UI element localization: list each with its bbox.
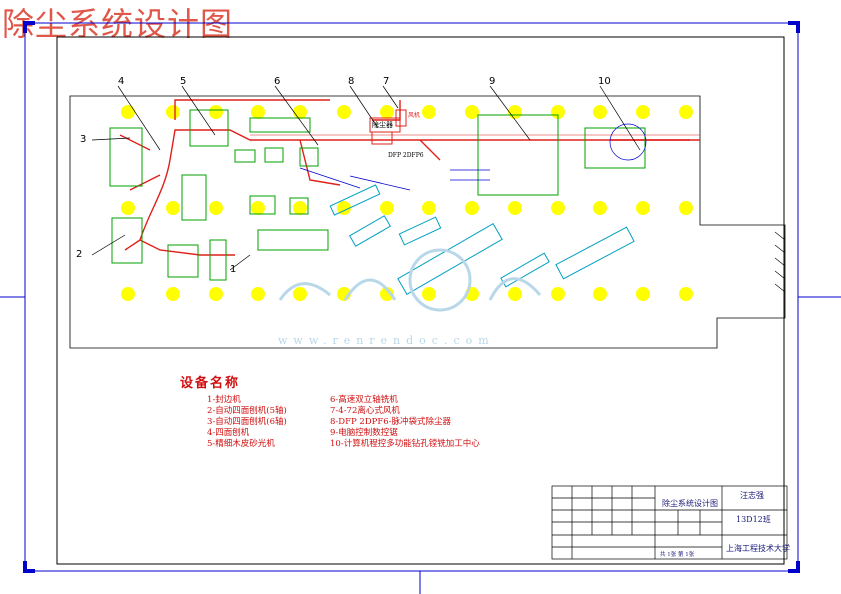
legend-title: 设备名称 [180,376,241,391]
column-marker [593,287,607,301]
dust-collector [369,109,407,145]
column-marker [380,287,394,301]
column-marker [166,105,180,119]
legend-item: 1-封边机 [207,395,241,405]
column-marker [380,201,394,215]
legend-item: 10-计算机程控多功能钻孔镗铣加工中心 [330,439,480,449]
column-marker [293,201,307,215]
callout-10: 10 [598,76,611,87]
column-marker [251,105,265,119]
equipment [109,109,646,281]
callout-3: 3 [80,134,87,145]
leader-lines [299,167,490,191]
column-marker [679,105,693,119]
callout-5: 5 [180,76,187,87]
column-marker [551,287,565,301]
callout-2: 2 [76,249,83,260]
column-marker [551,201,565,215]
column-marker [293,105,307,119]
duct-network [119,99,700,256]
legend-item: 3-自动四面刨机(6轴) [207,417,287,427]
equipment-legend: 设备名称 1-封边机 2-自动四面刨机(5轴) 3-自动四面刨机(6轴) 4-四… [180,372,540,455]
plant-outline [69,95,786,349]
callout-6: 6 [274,76,281,87]
legend-item: 4-四面刨机 [207,428,250,438]
column-marker [636,105,650,119]
column-marker [508,105,522,119]
column-marker [593,201,607,215]
column-marker [636,287,650,301]
column-marker [209,287,223,301]
legend-item: 6-高速双立轴铣机 [330,395,398,405]
column-marker [465,105,479,119]
column-marker [337,201,351,215]
column-marker [121,201,135,215]
column-marker [465,201,479,215]
column-marker [166,201,180,215]
edge-hatch [774,231,786,293]
fan-label: 风机 [408,112,421,119]
tb-designer: 汪志强 [740,491,764,500]
column-marker [422,201,436,215]
column-marker [422,105,436,119]
callout-4: 4 [118,76,125,87]
callout-9: 9 [489,76,496,87]
column-markers [121,105,693,301]
callout-1: 1 [230,264,237,275]
legend-item: 2-自动四面刨机(5轴) [207,406,287,416]
column-marker [251,201,265,215]
column-marker [679,287,693,301]
column-marker [422,287,436,301]
column-marker [636,201,650,215]
callout-8: 8 [348,76,355,87]
tb-drawing-name: 除尘系统设计图 [662,499,718,508]
column-marker [251,287,265,301]
tb-school: 上海工程技术大学 [726,544,790,553]
legend-item: 8-DFP 2DPF6-脉冲袋式除尘器 [330,417,452,427]
column-marker [209,201,223,215]
legend-item: 5-精细木皮砂光机 [207,439,275,449]
cnc-machines [329,184,635,295]
column-marker [121,105,135,119]
tb-class-id: 13D12班 [736,515,771,524]
callout-leaders [91,85,647,271]
title-block-grid [551,485,788,560]
callout-7: 7 [383,76,390,87]
legend-items: 1-封边机 2-自动四面刨机(5轴) 3-自动四面刨机(6轴) 4-四面刨机 5… [180,395,540,455]
watermark-logo [278,248,542,312]
column-marker [166,287,180,301]
dfp-code-label: DFP 2DFP6 [388,152,424,159]
column-marker [209,105,223,119]
column-marker [380,105,394,119]
dust-collector-label: 除尘器 [372,121,393,129]
column-marker [293,287,307,301]
column-marker [679,201,693,215]
tb-sheet-info: 共 1张 第 1张 [660,552,695,558]
column-marker [593,105,607,119]
legend-item: 7-4-72离心式风机 [330,406,400,416]
watermark-text: www.renrendoc.com [278,334,495,347]
column-marker [121,287,135,301]
column-marker [508,287,522,301]
column-marker [508,201,522,215]
outer-frame [0,21,841,594]
column-marker [337,105,351,119]
legend-item: 9-电脑控制数控锯 [330,428,398,438]
